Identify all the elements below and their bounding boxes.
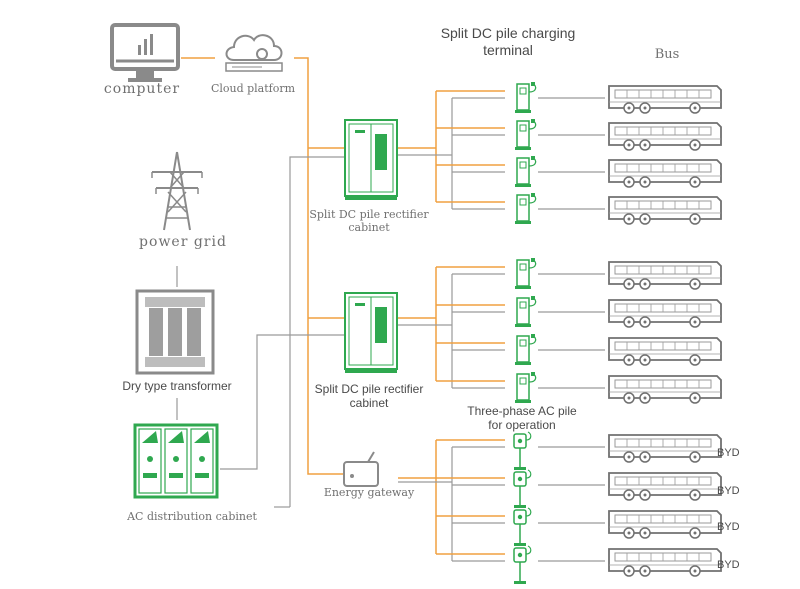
ac-charging-pile-icon bbox=[513, 545, 532, 584]
rectifier-1-label-line1: Split DC pile rectifier bbox=[309, 208, 429, 221]
computer-icon bbox=[110, 23, 180, 82]
computer-label: computer bbox=[103, 81, 181, 97]
dc-charging-pile-icon bbox=[515, 296, 537, 327]
rectifier-1-label-line2: cabinet bbox=[348, 221, 390, 234]
ac-charging-pile-icon bbox=[513, 469, 532, 508]
energy-gateway-icon bbox=[343, 451, 379, 487]
byd-label: BYD bbox=[717, 521, 740, 533]
energy-gateway-label: Energy gateway bbox=[323, 486, 415, 499]
bus-icon bbox=[608, 472, 722, 501]
transformer-icon bbox=[135, 289, 215, 375]
ac-charging-pile-icon bbox=[513, 431, 532, 470]
bus-icon bbox=[608, 85, 722, 114]
bus-icon bbox=[608, 548, 722, 577]
bus-icon bbox=[608, 434, 722, 463]
bus-icon bbox=[608, 375, 722, 404]
byd-label: BYD bbox=[717, 485, 740, 497]
orange-trunk bbox=[294, 57, 345, 475]
bus-icon bbox=[608, 196, 722, 225]
power-grid-label: power grid bbox=[139, 234, 227, 250]
cloud-platform-label: Cloud platform bbox=[210, 82, 296, 95]
dc-charging-pile-icon bbox=[515, 258, 537, 289]
power-trunk-2 bbox=[220, 334, 345, 470]
ac-pile-label-line2: for operation bbox=[488, 418, 556, 432]
power-tower-icon bbox=[151, 151, 203, 231]
ac-cabinet-label: AC distribution cabinet bbox=[127, 510, 257, 523]
rectifier-2-label-line2: cabinet bbox=[349, 396, 389, 410]
ac-cabinet-icon bbox=[133, 423, 219, 499]
dc-charging-pile-icon bbox=[515, 156, 537, 187]
dc-charging-pile-icon bbox=[515, 334, 537, 365]
bus-icon bbox=[608, 159, 722, 188]
bus-label: Bus bbox=[654, 47, 680, 62]
power-trunk-1 bbox=[289, 156, 345, 507]
byd-label: BYD bbox=[717, 447, 740, 459]
bus-icon bbox=[608, 510, 722, 539]
rectifier-cabinet-1-icon bbox=[344, 119, 398, 200]
transformer-label: Dry type transformer bbox=[122, 379, 232, 393]
charging-terminal-label-line1: Split DC pile charging bbox=[440, 25, 576, 41]
dc-charging-pile-icon bbox=[515, 119, 537, 150]
bus-icon bbox=[608, 261, 722, 290]
charging-terminal-label-line2: terminal bbox=[483, 42, 533, 58]
bus-icon bbox=[608, 337, 722, 366]
dc-charging-pile-icon bbox=[515, 82, 537, 113]
bus-icon bbox=[608, 122, 722, 151]
ac-pile-label-line1: Three-phase AC pile bbox=[467, 404, 577, 418]
ac-charging-pile-icon bbox=[513, 507, 532, 546]
cloud-icon bbox=[225, 34, 283, 72]
dc-charging-pile-icon bbox=[515, 193, 537, 224]
rectifier-2-label-line1: Split DC pile rectifier bbox=[314, 382, 424, 396]
bus-icon bbox=[608, 299, 722, 328]
rectifier-cabinet-2-icon bbox=[344, 292, 398, 373]
byd-label: BYD bbox=[717, 559, 740, 571]
dc-charging-pile-icon bbox=[515, 372, 537, 403]
